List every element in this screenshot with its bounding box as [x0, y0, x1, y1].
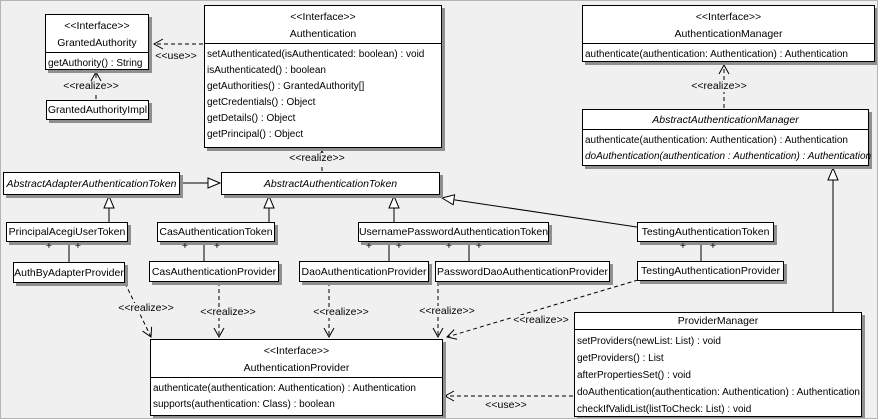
- edge-label-realize: <<realize>>: [511, 314, 571, 326]
- assoc-plus-marker: +: [45, 240, 53, 252]
- stereotype: <<Interface>>: [64, 20, 130, 32]
- class-name: ProviderManager: [677, 315, 759, 327]
- method: getAuthority() : String: [48, 58, 143, 69]
- stereotype: <<Interface>>: [263, 345, 330, 357]
- class-name: AbstractAuthenticationToken: [263, 177, 398, 190]
- edge-label-realize: <<realize>>: [287, 152, 347, 164]
- class-name: UsernamePasswordAuthenticationToken: [358, 226, 549, 238]
- method: authenticate(authentication: Authenticat…: [585, 49, 848, 60]
- method: supports(authentication: Class) : boolea…: [153, 399, 335, 410]
- class-name: AuthByAdapterProvider: [14, 266, 124, 279]
- class-name: PasswordDaoAuthenticationProvider: [436, 265, 608, 278]
- assoc-plus-marker: +: [445, 240, 453, 252]
- method: setAuthenticated(isAuthenticated: boolea…: [207, 49, 425, 60]
- method: getProviders() : List: [577, 353, 664, 364]
- class-username-password-authentication-token[interactable]: UsernamePasswordAuthenticationToken: [358, 222, 549, 242]
- assoc-plus-marker: +: [181, 240, 189, 252]
- method: authenticate(authentication: Authenticat…: [153, 383, 416, 394]
- method: checkIfValidList(listToCheck: List) : vo…: [577, 404, 752, 415]
- method: doAuthentication(authentication : Authen…: [585, 151, 872, 162]
- class-cas-authentication-provider[interactable]: CasAuthenticationProvider: [149, 261, 279, 282]
- class-dao-authentication-provider[interactable]: DaoAuthenticationProvider: [299, 261, 429, 282]
- class-name: AuthenticationProvider: [243, 362, 350, 374]
- class-authentication[interactable]: <<Interface>> Authentication setAuthenti…: [204, 5, 442, 148]
- edge-label-realize: <<realize>>: [61, 80, 121, 92]
- class-provider-manager[interactable]: ProviderManager setProviders(newList: Li…: [574, 312, 862, 417]
- class-abstract-authentication-manager[interactable]: AbstractAuthenticationManager authentica…: [582, 109, 872, 166]
- method: doAuthentication(authentication: Authent…: [577, 387, 860, 398]
- edge-label-realize: <<realize>>: [198, 306, 258, 318]
- class-password-dao-authentication-provider[interactable]: PasswordDaoAuthenticationProvider: [435, 261, 610, 282]
- class-testing-authentication-provider[interactable]: TestingAuthenticationProvider: [637, 261, 784, 281]
- class-name: CasAuthenticationProvider: [151, 265, 277, 278]
- class-granted-authority-impl[interactable]: GrantedAuthorityImpl: [46, 100, 149, 120]
- method: getAuthorities() : GrantedAuthority[]: [207, 81, 365, 92]
- class-authentication-manager[interactable]: <<Interface>> AuthenticationManager auth…: [582, 5, 875, 62]
- method: afterPropertiesSet() : void: [577, 370, 691, 381]
- method: getDetails() : Object: [207, 113, 296, 124]
- edge-label-realize: <<realize>>: [689, 80, 749, 92]
- assoc-plus-marker: +: [213, 240, 221, 252]
- assoc-plus-marker: +: [395, 240, 403, 252]
- class-cas-authentication-token[interactable]: CasAuthenticationToken: [157, 222, 275, 242]
- class-name: TestingAuthenticationProvider: [641, 265, 780, 277]
- class-name: AbstractAdapterAuthenticationToken: [6, 177, 177, 190]
- class-authentication-provider[interactable]: <<Interface>> AuthenticationProvider aut…: [150, 339, 443, 416]
- method: isAuthenticated() : boolean: [207, 65, 326, 76]
- edge-label-use: <<use>>: [483, 399, 529, 411]
- edge-label-realize: <<realize>>: [417, 305, 477, 317]
- stereotype: <<Interface>>: [695, 11, 762, 23]
- edge-label-realize: <<realize>>: [116, 302, 176, 314]
- class-name: GrantedAuthorityImpl: [47, 104, 148, 116]
- assoc-plus-marker: +: [679, 240, 687, 252]
- class-name: DaoAuthenticationProvider: [301, 265, 427, 278]
- class-name: GrantedAuthority: [57, 37, 137, 49]
- class-abstract-authentication-token[interactable]: AbstractAuthenticationToken: [221, 172, 440, 195]
- class-name: PrincipalAcegiUserToken: [8, 226, 126, 238]
- class-granted-authority[interactable]: <<Interface>> GrantedAuthority getAuthor…: [45, 14, 149, 70]
- method: setProviders(newList: List) : void: [577, 336, 721, 347]
- class-principal-acegi-user-token[interactable]: PrincipalAcegiUserToken: [6, 222, 128, 242]
- class-name: Authentication: [289, 28, 357, 40]
- assoc-plus-marker: +: [709, 240, 717, 252]
- class-abstract-adapter-authentication-token[interactable]: AbstractAdapterAuthenticationToken: [3, 172, 180, 195]
- edge-label-use: <<use>>: [153, 50, 199, 62]
- assoc-plus-marker: +: [475, 240, 483, 252]
- class-name: TestingAuthenticationToken: [641, 226, 770, 238]
- class-testing-authentication-token[interactable]: TestingAuthenticationToken: [637, 222, 774, 242]
- class-auth-by-adapter-provider[interactable]: AuthByAdapterProvider: [13, 262, 125, 283]
- assoc-plus-marker: +: [74, 240, 82, 252]
- assoc-plus-marker: +: [365, 240, 373, 252]
- class-name: AuthenticationManager: [674, 28, 783, 40]
- class-name: AbstractAuthenticationManager: [652, 114, 799, 126]
- method: getCredentials() : Object: [207, 97, 316, 108]
- class-name: CasAuthenticationToken: [159, 226, 273, 238]
- method: getPrincipal() : Object: [207, 129, 304, 140]
- stereotype: <<Interface>>: [290, 11, 356, 23]
- method: authenticate(authentication: Authenticat…: [585, 135, 848, 146]
- edge-label-realize: <<realize>>: [311, 306, 371, 318]
